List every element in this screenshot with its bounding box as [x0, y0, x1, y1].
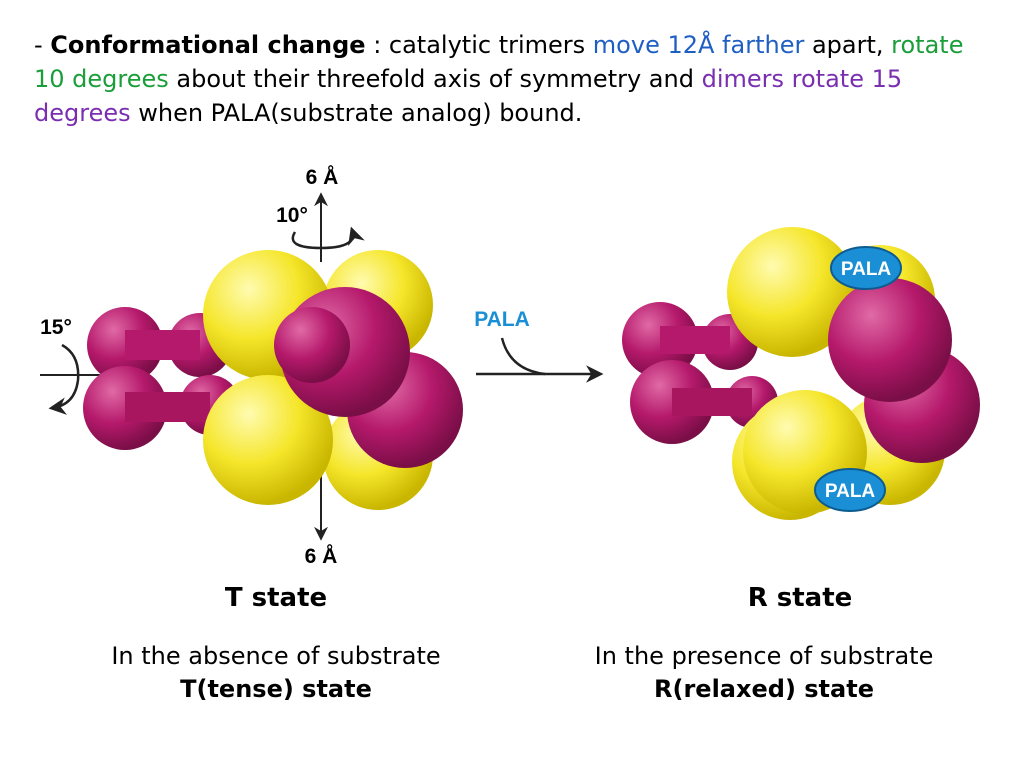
transition-arrow: PALA: [474, 308, 604, 383]
t-state-label: T state: [225, 583, 327, 613]
t-caption-line1: In the absence of substrate: [111, 642, 441, 670]
dimer-rotation-label: 15°: [40, 316, 72, 339]
pala-arrow-label: PALA: [474, 308, 530, 331]
r-caption-line2: R(relaxed) state: [654, 675, 874, 703]
r-caption-line1: In the presence of substrate: [594, 642, 934, 670]
t-state-model: [40, 192, 463, 541]
trimer-rotation-label: 10°: [276, 204, 308, 227]
bottom-shift-label: 6 Å: [305, 544, 338, 568]
r-state-label: R state: [748, 583, 853, 613]
intro-highlight-move: move 12Å farther: [592, 31, 805, 59]
intro-text-2: apart,: [804, 31, 892, 59]
intro-text-1: : catalytic trimers: [365, 31, 593, 59]
pala-ligand-bottom: PALA: [814, 468, 886, 512]
pala-ligand-top-label: PALA: [841, 259, 892, 280]
intro-text-4: when PALA(substrate analog) bound.: [130, 99, 583, 127]
top-shift-label: 6 Å: [306, 165, 339, 189]
intro-dash: -: [34, 31, 51, 59]
t-state-caption: In the absence of substrate T(tense) sta…: [66, 640, 486, 706]
pala-binding-curve: [500, 337, 546, 376]
r-state-model: [622, 227, 980, 520]
dimer-rotation-arrow: [48, 343, 80, 415]
intro-highlight-rotate: rotate 10 degrees: [34, 31, 964, 93]
intro-highlight-dimers: dimers rotate 15 degrees: [34, 65, 903, 127]
r-state-caption: In the presence of substrate R(relaxed) …: [554, 640, 974, 706]
pala-ligand-bottom-label: PALA: [825, 481, 876, 502]
pala-ligand-top: PALA: [830, 246, 902, 290]
atcase-diagram: 6 Å 10° 15° 6 Å T state PALA PALA PALA: [40, 165, 980, 613]
intro-text-3: about their threefold axis of symmetry a…: [168, 65, 702, 93]
trimer-rotation-arrow: [291, 226, 365, 250]
intro-text: - Conformational change : catalytic trim…: [34, 28, 994, 130]
intro-term: Conformational change: [50, 31, 366, 59]
t-caption-line2: T(tense) state: [180, 675, 372, 703]
